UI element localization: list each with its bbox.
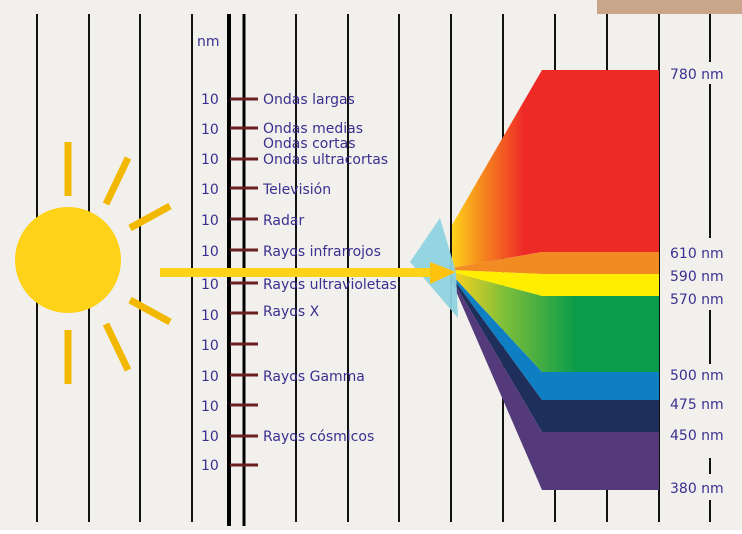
exponent-label: 10 (201, 369, 219, 385)
exponent-label: 10 (201, 244, 219, 260)
exponent-label: 10 (201, 338, 219, 354)
band-label: Ondas cortas (263, 136, 355, 152)
wavelength-label: 610 nm (670, 246, 724, 262)
unit-label: nm (197, 34, 220, 50)
wavelength-labels: 780 nm 610 nm 590 nm 570 nm 500 nm 475 n… (670, 67, 724, 497)
band-indigo (452, 277, 659, 432)
band-label: Ondas medias (263, 121, 363, 137)
sun-icon (15, 142, 172, 384)
wavelength-label: 500 nm (670, 368, 724, 384)
exponent-label: 10 (201, 458, 219, 474)
band-label: Televisión (262, 182, 331, 198)
beam-tip (430, 262, 456, 284)
exponent-label: 10 (201, 213, 219, 229)
exponent-labels: 10 10 10 10 10 10 10 10 10 10 10 10 10 (201, 92, 219, 474)
band-label: Rayos X (263, 304, 320, 320)
wavelength-label: 780 nm (670, 67, 724, 83)
band-label: Rayos infrarrojos (263, 244, 381, 260)
scale-ticks (230, 97, 258, 467)
band-label: Rayos cósmicos (263, 429, 374, 445)
exponent-label: 10 (201, 152, 219, 168)
exponent-label: 10 (201, 399, 219, 415)
band-label: Ondas largas (263, 92, 355, 108)
light-beam (160, 268, 446, 277)
wavelength-label: 570 nm (670, 292, 724, 308)
exponent-label: 10 (201, 182, 219, 198)
exponent-label: 10 (201, 122, 219, 138)
band-label: Rayos Gamma (263, 369, 365, 385)
band-label: Rayos ultravioletas (263, 277, 397, 293)
exponent-label: 10 (201, 277, 219, 293)
band-yellow (452, 270, 659, 296)
exponent-label: 10 (201, 308, 219, 324)
wavelength-label: 450 nm (670, 428, 724, 444)
band-violet (452, 279, 659, 490)
spectrum-bands (452, 70, 659, 490)
band-blue (452, 275, 659, 400)
band-label: Radar (263, 213, 304, 229)
wavelength-label: 380 nm (670, 481, 724, 497)
band-red (452, 70, 659, 268)
corner-tab (597, 0, 742, 14)
band-green (452, 272, 659, 372)
band-labels: Ondas largas Ondas medias Ondas cortas O… (262, 92, 397, 445)
band-orange (452, 252, 659, 274)
wavelength-label: 590 nm (670, 269, 724, 285)
exponent-label: 10 (201, 429, 219, 445)
exponent-label: 10 (201, 92, 219, 108)
wavelength-label: 475 nm (670, 397, 724, 413)
band-label: Ondas ultracortas (263, 152, 388, 168)
